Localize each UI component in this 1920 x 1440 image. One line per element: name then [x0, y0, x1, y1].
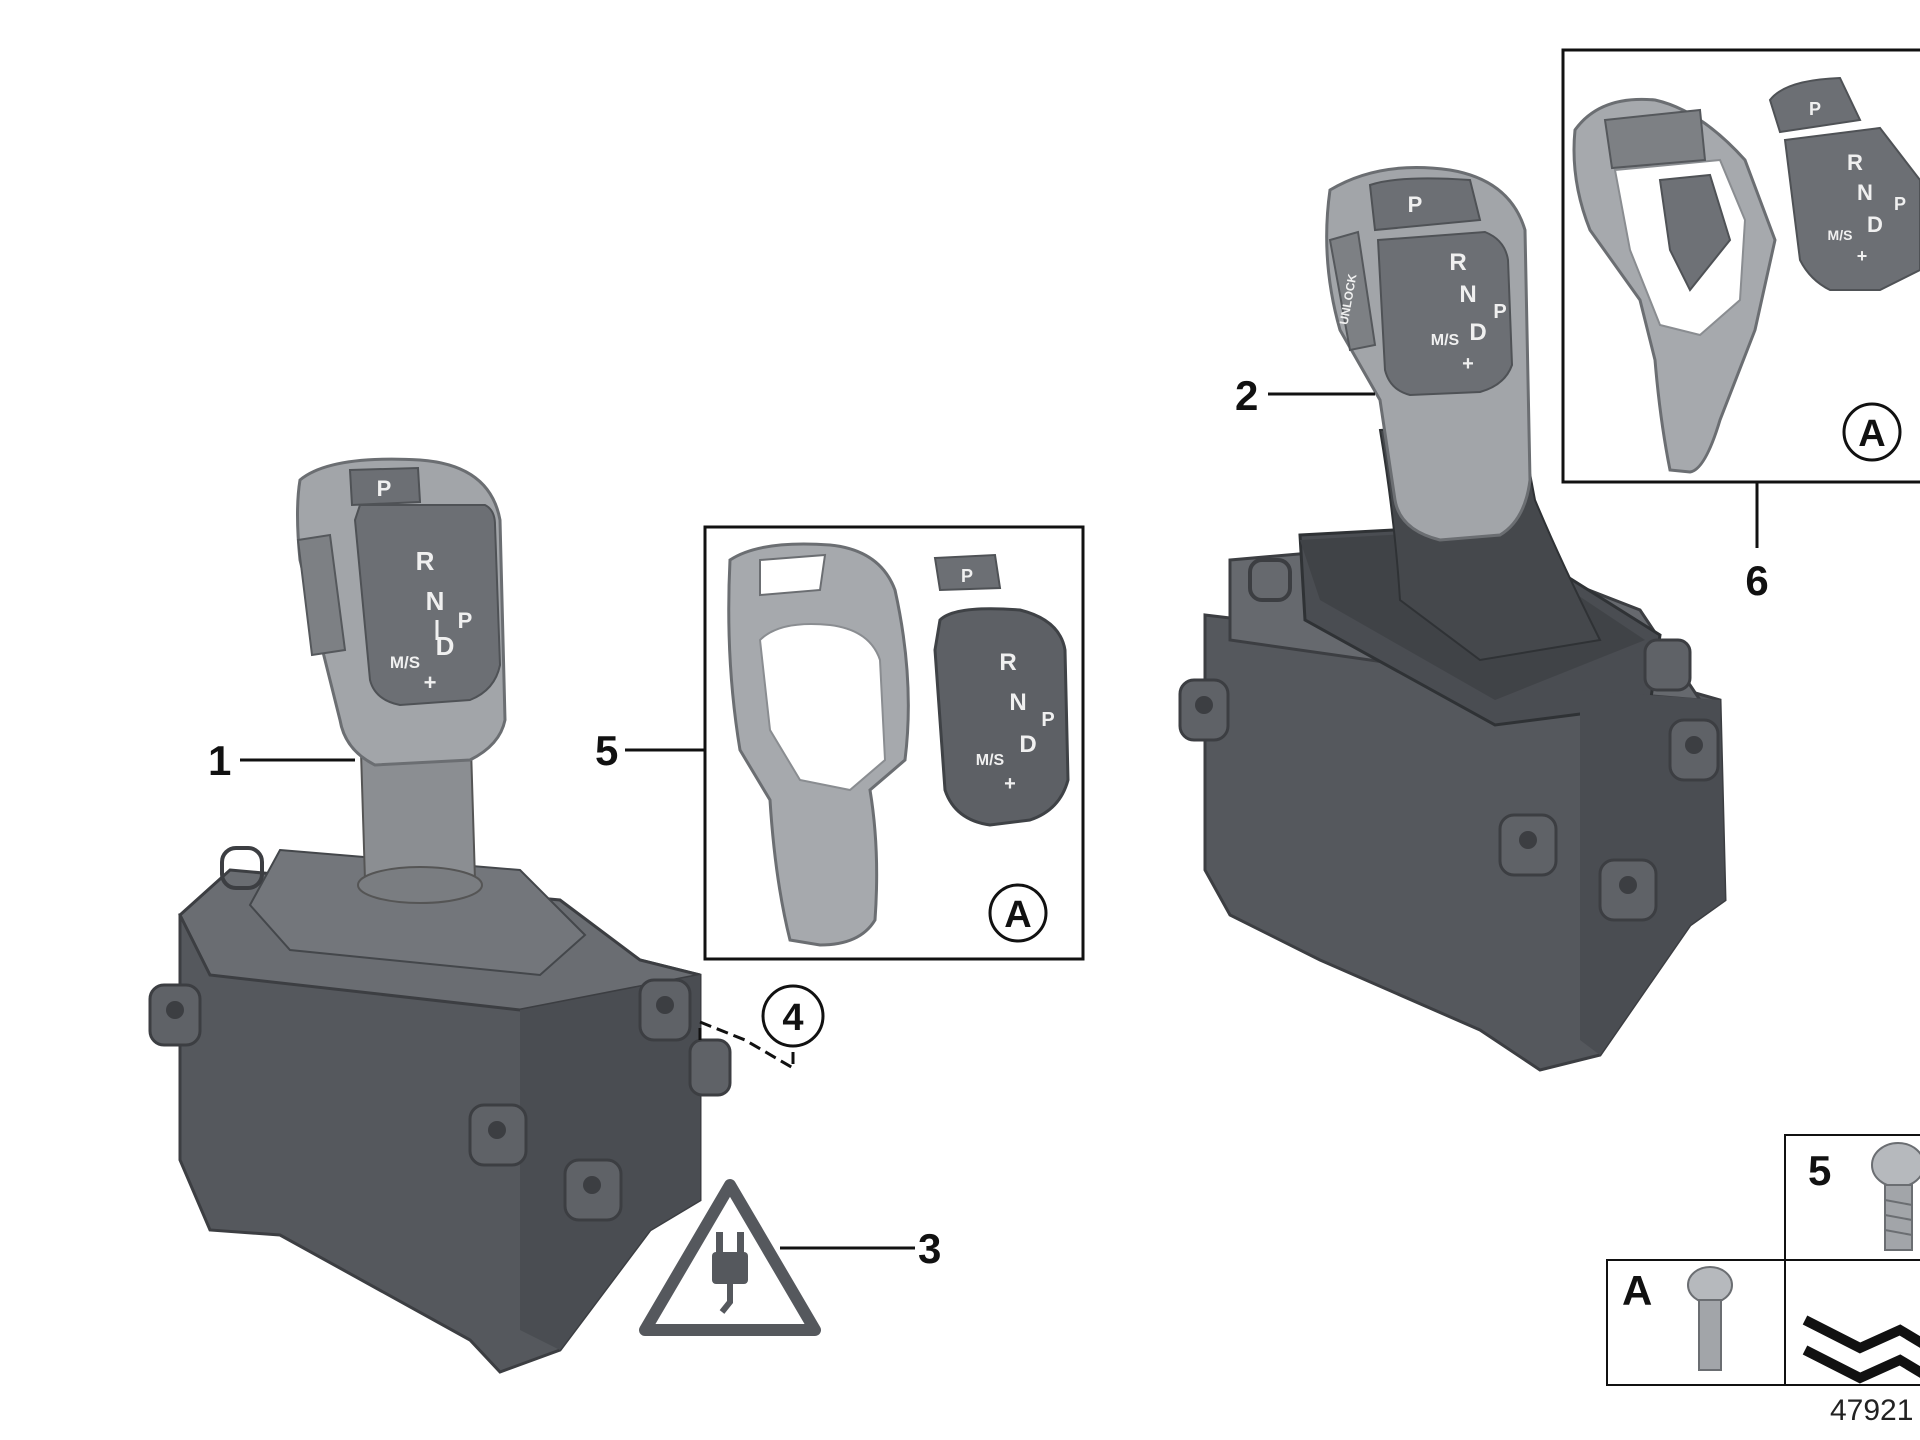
- detail5-manual-label: M/S: [976, 752, 1005, 769]
- svg-text:1: 1: [208, 737, 231, 784]
- svg-text:4: 4: [782, 997, 803, 1039]
- warning-triangle-plug-icon: [712, 1232, 748, 1314]
- detail5-plus-label: +: [1004, 773, 1016, 795]
- detail6-plus-label: +: [1857, 246, 1868, 266]
- detail-box-6: P R N D P M/S + A: [1561, 48, 1920, 484]
- detail5-reverse-label: R: [999, 649, 1016, 676]
- knob1-drive-label: D: [436, 631, 455, 661]
- detail6-marker: A: [1858, 413, 1885, 455]
- callout-6: 6: [1745, 482, 1769, 604]
- detail6-manual-label: M/S: [1828, 227, 1853, 243]
- knob2-plus-label: +: [1462, 353, 1474, 375]
- detail-box-5: P R N D P M/S + A: [703, 525, 1085, 961]
- detail5-drive-label: D: [1019, 731, 1036, 758]
- svg-text:3: 3: [918, 1225, 941, 1272]
- svg-text:5: 5: [595, 727, 618, 774]
- selector-unit-2: UNLOCK P R N D P M/S +: [1178, 166, 1727, 1072]
- selector-unit-1: P R N D P M/S +: [148, 457, 732, 1374]
- callout-1: 1: [208, 737, 355, 784]
- knob1-manual-label: M/S: [390, 653, 420, 672]
- fastener-table: 5 A 47921: [1606, 1134, 1920, 1427]
- knob1-plus-label: +: [424, 670, 437, 695]
- knob2-drive-label: D: [1469, 319, 1486, 346]
- knob2-park-label: P: [1408, 192, 1423, 217]
- callout-5: 5: [595, 727, 705, 774]
- knob1-neutral-label: N: [426, 586, 445, 616]
- knob2-reverse-label: R: [1449, 249, 1466, 276]
- knob1-park-side-label: P: [458, 608, 473, 633]
- knob1-reverse-label: R: [416, 546, 435, 576]
- fastener-row1-label: 5: [1808, 1147, 1831, 1194]
- detail5-park-label: P: [961, 566, 973, 586]
- screw-icon: [1687, 1266, 1733, 1371]
- detail6-park-label: P: [1809, 99, 1821, 119]
- detail5-marker: A: [1004, 894, 1031, 936]
- svg-text:6: 6: [1745, 557, 1768, 604]
- detail6-reverse-label: R: [1847, 150, 1863, 175]
- fastener-row2-label: A: [1622, 1267, 1652, 1314]
- callout-2: 2: [1235, 372, 1375, 419]
- callout-3: 3: [639, 1179, 941, 1336]
- svg-text:2: 2: [1235, 372, 1258, 419]
- detail6-park-side-label: P: [1894, 194, 1906, 214]
- detail6-drive-label: D: [1867, 212, 1883, 237]
- callout-4: 4: [698, 984, 825, 1071]
- detail6-neutral-label: N: [1857, 180, 1873, 205]
- detail5-neutral-label: N: [1009, 689, 1026, 716]
- diagram-id: 47921: [1830, 1394, 1913, 1427]
- knob2-manual-label: M/S: [1431, 332, 1460, 349]
- knob2-neutral-label: N: [1459, 281, 1476, 308]
- knob2-park-side-label: P: [1493, 301, 1506, 323]
- screw-icon: [1871, 1142, 1920, 1251]
- knob1-park-label: P: [377, 476, 392, 501]
- detail5-park-side-label: P: [1041, 709, 1054, 731]
